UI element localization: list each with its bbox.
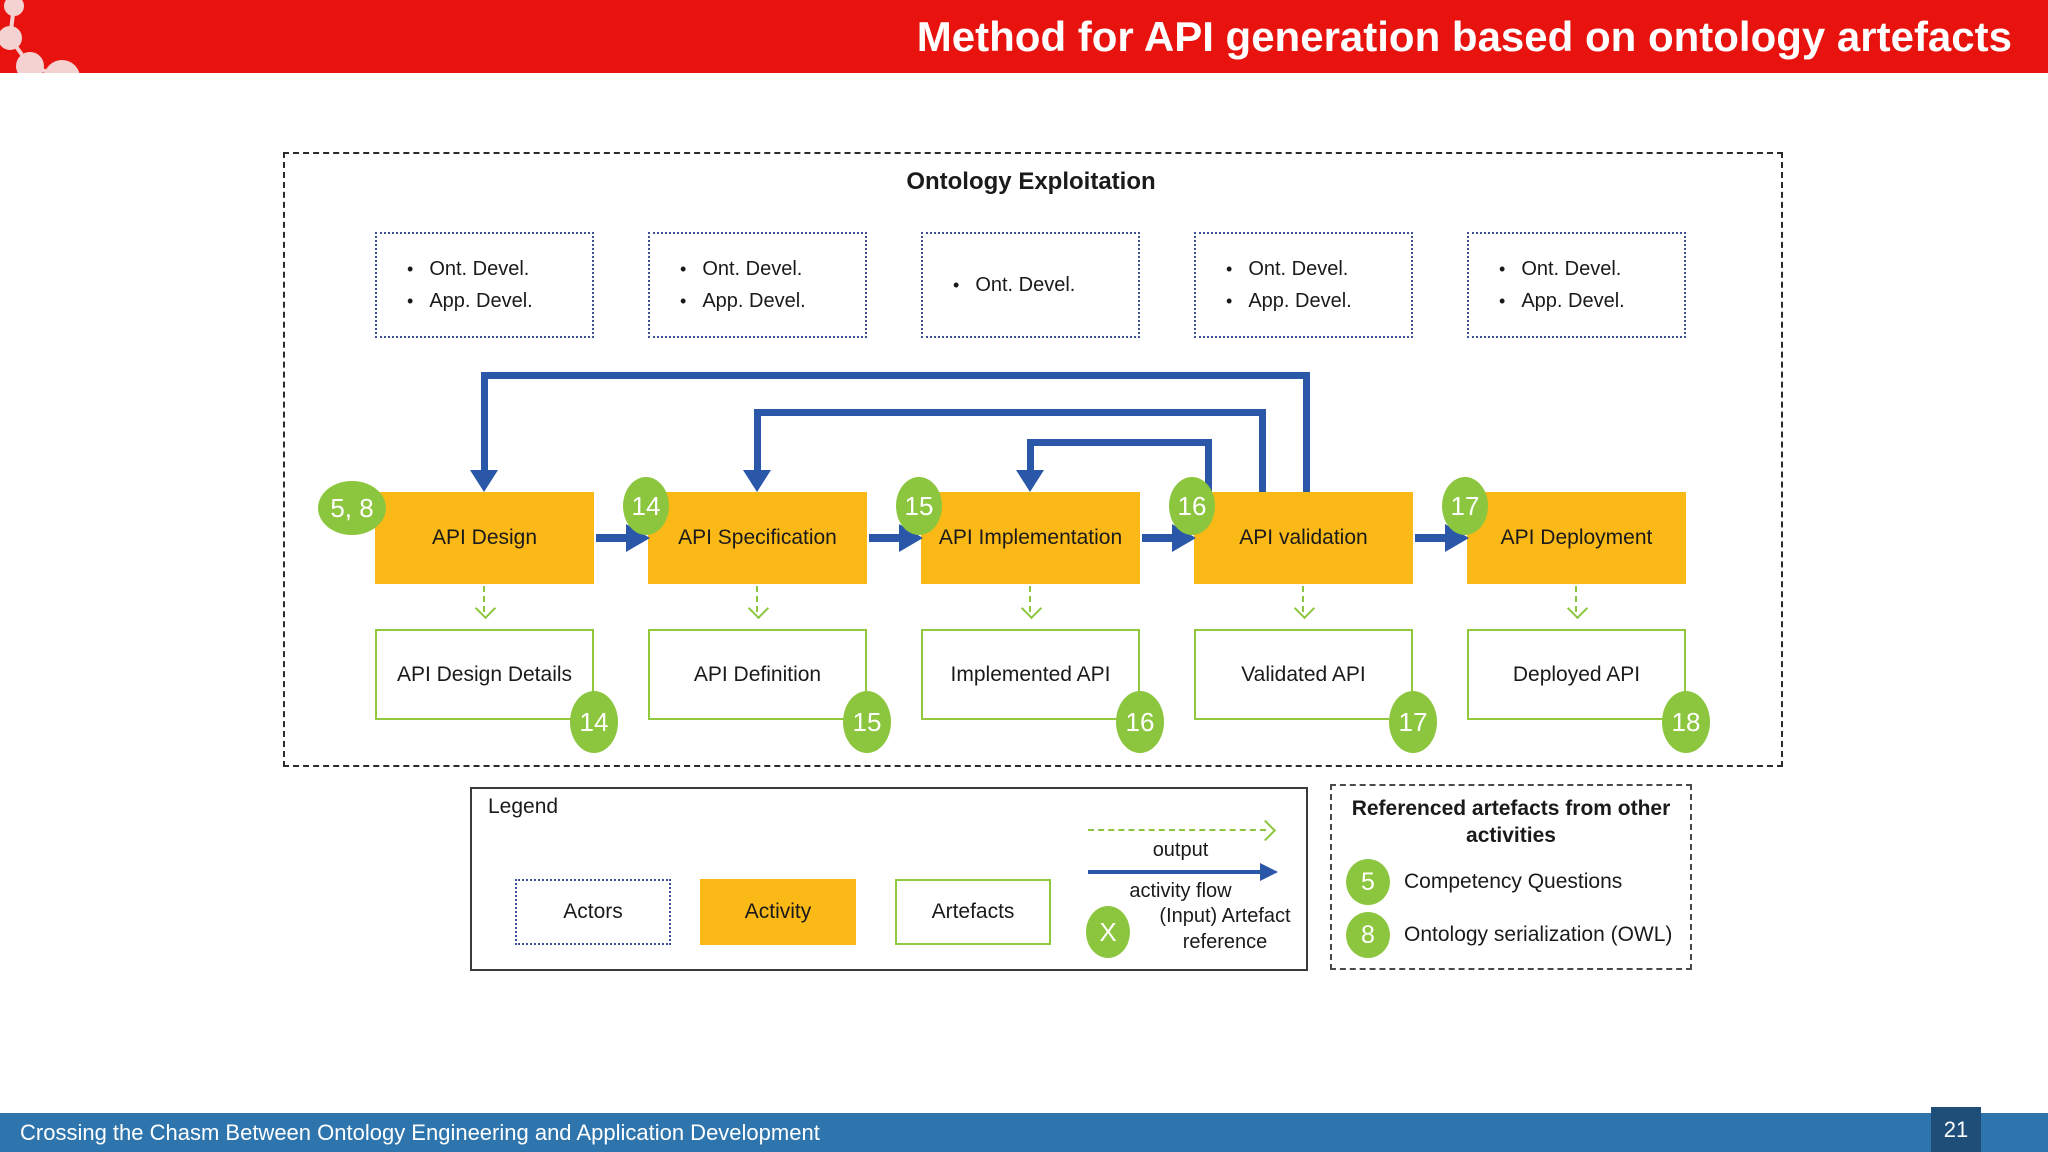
activity-badge: 5, 8 bbox=[318, 481, 386, 535]
molecule-logo-icon bbox=[0, 0, 80, 73]
actor-label: Ont. Devel. bbox=[1226, 253, 1411, 285]
referenced-artefacts-box bbox=[1330, 784, 1692, 970]
activity-api-validation: API validation bbox=[1194, 492, 1413, 584]
referenced-item: 5 Competency Questions bbox=[1346, 858, 1686, 906]
legend-activity-sample: Activity bbox=[700, 879, 856, 945]
actor-label: App. Devel. bbox=[680, 285, 865, 317]
legend-activity-flow-arrow-head bbox=[1260, 863, 1278, 881]
actor-label: Ont. Devel. bbox=[1499, 253, 1684, 285]
output-arrow-line bbox=[1029, 586, 1031, 612]
arrowhead-into-api-implementation bbox=[1016, 470, 1044, 492]
output-arrow-line bbox=[483, 586, 485, 612]
footer-text: Crossing the Chasm Between Ontology Engi… bbox=[20, 1120, 820, 1145]
artefact-badge: 15 bbox=[843, 691, 891, 753]
referenced-artefacts-title: Referenced artefacts from other activiti… bbox=[1351, 797, 1671, 848]
actor-label: Ont. Devel. bbox=[953, 269, 1138, 301]
output-arrow-line bbox=[756, 586, 758, 612]
ontology-exploitation-frame bbox=[283, 152, 1783, 767]
activity-api-design: API Design bbox=[375, 492, 594, 584]
artefact-deployed-api: Deployed API bbox=[1467, 629, 1686, 720]
feedback-loop-inner-left bbox=[1027, 439, 1034, 472]
legend-output-label: output bbox=[1152, 839, 1209, 861]
activity-api-specification: API Specification bbox=[648, 492, 867, 584]
feedback-loop-inner-horizontal bbox=[1027, 439, 1212, 446]
legend-output-arrow bbox=[1088, 829, 1266, 831]
flow-arrow-line bbox=[1142, 534, 1172, 542]
frame-title: Ontology Exploitation bbox=[906, 168, 1156, 195]
artefact-badge: 16 bbox=[1116, 691, 1164, 753]
feedback-loop-middle-right bbox=[1259, 409, 1266, 492]
slide-header: Method for API generation based on ontol… bbox=[0, 0, 2048, 73]
legend-reference-badge: X bbox=[1086, 906, 1130, 958]
feedback-loop-middle-horizontal bbox=[754, 409, 1266, 416]
feedback-loop-inner-right bbox=[1205, 439, 1212, 492]
page-number-badge: 21 bbox=[1931, 1107, 1981, 1152]
feedback-loop-outer-left bbox=[481, 372, 488, 472]
referenced-item-label: Ontology serialization (OWL) bbox=[1404, 923, 1673, 946]
arrowhead-into-api-specification bbox=[743, 470, 771, 492]
activity-badge: 17 bbox=[1442, 477, 1488, 535]
legend-title: Legend bbox=[488, 795, 559, 818]
actor-label: Ont. Devel. bbox=[407, 253, 592, 285]
actors-box-api-design: Ont. Devel. App. Devel. bbox=[375, 232, 594, 338]
activity-badge: 14 bbox=[623, 477, 669, 535]
artefact-implemented-api: Implemented API bbox=[921, 629, 1140, 720]
footer-bar: Crossing the Chasm Between Ontology Engi… bbox=[0, 1113, 2048, 1152]
actors-box-api-deployment: Ont. Devel. App. Devel. bbox=[1467, 232, 1686, 338]
actors-box-api-validation: Ont. Devel. App. Devel. bbox=[1194, 232, 1413, 338]
artefact-badge: 14 bbox=[570, 691, 618, 753]
legend-actors-sample: Actors bbox=[515, 879, 671, 945]
referenced-item-badge: 8 bbox=[1346, 912, 1390, 958]
actors-box-api-implementation: Ont. Devel. bbox=[921, 232, 1140, 338]
artefact-api-definition: API Definition bbox=[648, 629, 867, 720]
flow-arrow-line bbox=[596, 534, 626, 542]
actor-label: App. Devel. bbox=[407, 285, 592, 317]
output-arrow-line bbox=[1302, 586, 1304, 612]
artefact-validated-api: Validated API bbox=[1194, 629, 1413, 720]
flow-arrow-line bbox=[1415, 534, 1445, 542]
arrowhead-into-api-design bbox=[470, 470, 498, 492]
actors-box-api-specification: Ont. Devel. App. Devel. bbox=[648, 232, 867, 338]
activity-api-deployment: API Deployment bbox=[1467, 492, 1686, 584]
artefact-badge: 17 bbox=[1389, 691, 1437, 753]
activity-badge: 15 bbox=[896, 477, 942, 535]
legend-artefacts-sample: Artefacts bbox=[895, 879, 1051, 945]
activity-badge: 16 bbox=[1169, 477, 1215, 535]
actor-label: Ont. Devel. bbox=[680, 253, 865, 285]
legend-activity-flow-label: activity flow bbox=[1129, 880, 1232, 902]
referenced-item: 8 Ontology serialization (OWL) bbox=[1346, 911, 1686, 959]
feedback-loop-middle-left bbox=[754, 409, 761, 472]
activity-api-implementation: API Implementation bbox=[921, 492, 1140, 584]
slide-title: Method for API generation based on ontol… bbox=[916, 13, 2012, 60]
referenced-item-label: Competency Questions bbox=[1404, 870, 1623, 893]
actor-label: App. Devel. bbox=[1226, 285, 1411, 317]
feedback-loop-outer-horizontal bbox=[481, 372, 1309, 379]
referenced-item-badge: 5 bbox=[1346, 859, 1390, 905]
legend-activity-flow-arrow bbox=[1088, 870, 1266, 874]
legend-reference-label: (Input) Artefact reference bbox=[1159, 905, 1291, 953]
feedback-loop-outer-right bbox=[1303, 372, 1310, 492]
output-arrow-line bbox=[1575, 586, 1577, 612]
artefact-badge: 18 bbox=[1662, 691, 1710, 753]
flow-arrow-line bbox=[869, 534, 899, 542]
artefact-api-design-details: API Design Details bbox=[375, 629, 594, 720]
actor-label: App. Devel. bbox=[1499, 285, 1684, 317]
